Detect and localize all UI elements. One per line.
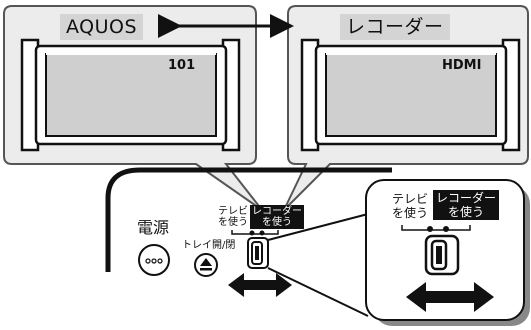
switch-tv-label-line2: を使う [218, 217, 248, 228]
switch-tv-label: テレビ を使う [218, 206, 248, 228]
switch-recorder-label-line1: レコーダー [252, 206, 302, 217]
recorder-label: レコーダー [340, 14, 450, 40]
aquos-screen-text: 101 [168, 58, 196, 73]
inset-switch [424, 234, 460, 276]
switch-recorder-label-line2: を使う [262, 217, 292, 228]
eject-button [194, 253, 218, 277]
inset-recorder-label-line1: レコーダー [436, 191, 497, 205]
switch-tv-label-line1: テレビ [218, 206, 248, 217]
aquos-tv-icon [20, 38, 241, 152]
recorder-callout [283, 5, 529, 211]
inset-tv-label-line2: を使う [392, 206, 429, 220]
inset-tv-label: テレビ を使う [392, 192, 428, 220]
recorder-tv-icon [300, 38, 521, 152]
recorder-screen-text: HDMI [442, 58, 482, 73]
remote-control [105, 167, 392, 297]
inset-recorder-label-line2: を使う [448, 205, 485, 219]
power-label: 電源 [137, 218, 170, 237]
aquos-callout [3, 5, 263, 211]
inset-recorder-label: レコーダー を使う [433, 190, 500, 220]
tray-label: トレイ開/閉 [182, 240, 236, 251]
switch-recorder-label: レコーダー を使う [250, 205, 304, 229]
input-switch [247, 237, 269, 269]
slide-arrow [228, 273, 292, 297]
inset-slide-arrow [406, 282, 494, 312]
power-button [138, 244, 170, 276]
aquos-label: AQUOS [60, 14, 144, 40]
inset-tv-label-line1: テレビ [392, 192, 429, 206]
